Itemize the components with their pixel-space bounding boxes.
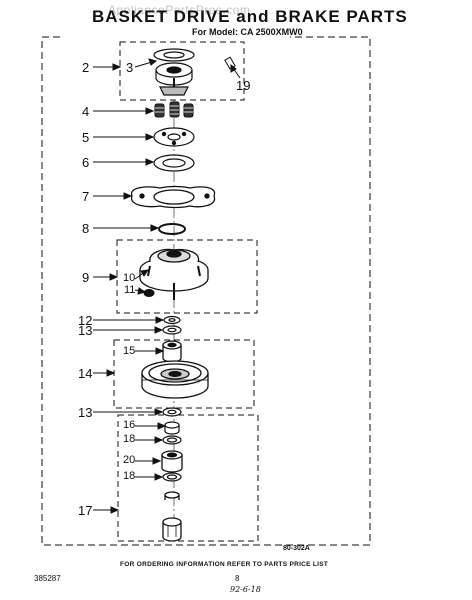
date-code: 92-6-18 (230, 585, 261, 594)
callout-13-lower: 13 (78, 405, 93, 420)
figure-code: 80-302A (283, 545, 310, 552)
group-box-brake (116, 239, 258, 314)
model-line: For Model: CA 2500XMW0 (192, 27, 303, 37)
callout-15: 15 (123, 345, 136, 357)
part-5-plate (153, 127, 195, 147)
callout-9: 9 (82, 270, 90, 285)
part-6-ring (153, 154, 195, 172)
part-4-springs (154, 101, 194, 118)
leader-lines (93, 58, 241, 514)
part-7-mounting-plate (130, 185, 216, 209)
part-14-pulley (141, 360, 209, 399)
callout-7: 7 (82, 189, 90, 204)
group-box-shaft (117, 414, 259, 542)
part-12-washer (163, 315, 181, 325)
callout-18-lower: 18 (123, 470, 136, 482)
part-18-washer-lower (162, 472, 182, 482)
group-box-top (119, 41, 245, 101)
part-number: 385287 (34, 574, 61, 583)
callout-3: 3 (126, 60, 134, 75)
watermark-text: AppliancePartsPros.com (108, 3, 251, 17)
part-18-washer-upper (162, 435, 182, 445)
part-16-collar (164, 421, 180, 435)
callout-12: 12 (78, 313, 93, 328)
callout-20: 20 (123, 454, 136, 466)
callout-14: 14 (78, 366, 93, 381)
callout-13-upper: 13 (78, 323, 93, 338)
callout-16: 16 (123, 419, 136, 431)
callout-8: 8 (82, 221, 90, 236)
part-11-small-part (143, 289, 155, 297)
outer-frame (41, 36, 371, 546)
callout-5: 5 (82, 130, 90, 145)
part-13-bearing-lower (162, 407, 182, 417)
callout-17: 17 (78, 503, 93, 518)
callout-6: 6 (82, 155, 90, 170)
part-3-bearing (153, 48, 195, 96)
callout-18-upper: 18 (123, 433, 136, 445)
callout-19: 19 (236, 78, 251, 93)
part-13-bearing-upper (162, 325, 182, 335)
part-15-hub (162, 340, 182, 363)
part-8-retaining-ring (158, 223, 186, 235)
diagram-title: BASKET DRIVE and BRAKE PARTS (92, 7, 408, 26)
part-20-bushing (161, 450, 183, 473)
part-9-brake-assembly (139, 248, 209, 300)
callout-10: 10 (123, 272, 136, 284)
callout-2: 2 (82, 60, 90, 75)
group-box-pulley (113, 339, 255, 409)
callout-4: 4 (82, 104, 90, 119)
callout-11: 11 (124, 284, 136, 296)
part-17-shaft (162, 491, 182, 542)
page-number: 8 (235, 574, 240, 583)
ordering-note: FOR ORDERING INFORMATION REFER TO PARTS … (120, 561, 329, 568)
